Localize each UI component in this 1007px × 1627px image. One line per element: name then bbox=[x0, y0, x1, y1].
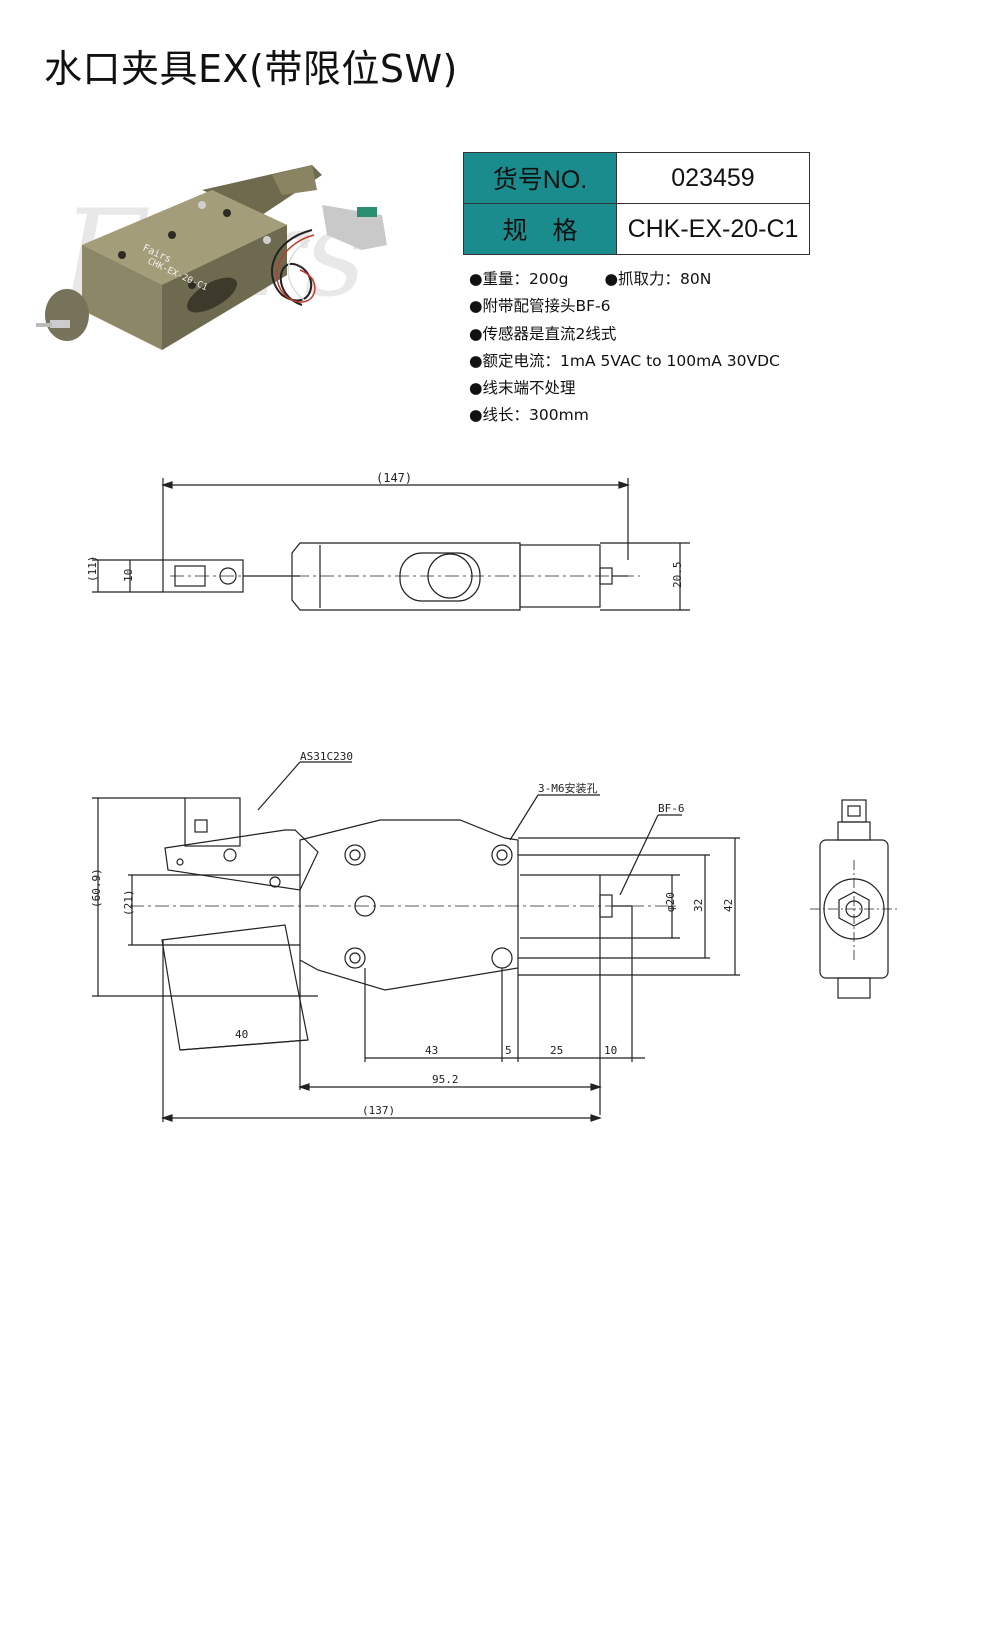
dim-top-11: (11) bbox=[86, 556, 99, 583]
top-view: (147) (11) 10 20.5 bbox=[86, 471, 690, 611]
end-view bbox=[810, 799, 898, 999]
dim-40: 40 bbox=[235, 1028, 248, 1041]
item-no-value: 023459 bbox=[616, 152, 810, 204]
dim-42: 42 bbox=[722, 899, 735, 912]
feature-sensor: ●传感器是直流2线式 bbox=[469, 324, 617, 343]
spec-table: 货号NO. 023459 规 格 CHK-EX-20-C1 bbox=[463, 152, 810, 255]
model-label: 规 格 bbox=[463, 203, 617, 255]
feature-grip-force: ●抓取力：80N bbox=[604, 270, 712, 288]
spec-row-model: 规 格 CHK-EX-20-C1 bbox=[463, 203, 810, 255]
dim-top-10: 10 bbox=[122, 569, 135, 582]
feature-rated-current: ●额定电流：1mA 5VAC to 100mA 30VDC bbox=[469, 351, 780, 370]
dim-95-2: 95.2 bbox=[432, 1073, 459, 1086]
dim-10: 10 bbox=[604, 1044, 617, 1057]
label-fitting: BF-6 bbox=[658, 802, 685, 815]
feature-wire-end: ●线末端不处理 bbox=[469, 379, 576, 398]
dim-5: 5 bbox=[505, 1044, 512, 1057]
dim-137: (137) bbox=[362, 1104, 395, 1117]
feature-list: ●重量：200g●抓取力：80N ●附带配管接头BF-6 ●传感器是直流2线式 … bbox=[469, 266, 780, 430]
dim-43: 43 bbox=[425, 1044, 438, 1057]
dim-60-9: (60.9) bbox=[90, 868, 103, 908]
dim-32: 32 bbox=[692, 899, 705, 912]
feature-wire-length: ●线长：300mm bbox=[469, 406, 589, 425]
product-photo: Fairs Fairs CHK-EX-20-C1 bbox=[36, 165, 387, 350]
feature-fitting: ●附带配管接头BF-6 bbox=[469, 297, 611, 316]
label-switch: AS31C230 bbox=[300, 750, 353, 763]
model-value: CHK-EX-20-C1 bbox=[616, 203, 810, 255]
dim-21: (21) bbox=[122, 890, 135, 917]
feature-row-1: ●重量：200g ●抓取力：80N bbox=[469, 266, 780, 293]
dim-top-20-5: 20.5 bbox=[671, 562, 684, 589]
page-title: 水口夹具EX(带限位SW) bbox=[44, 47, 458, 91]
dim-25: 25 bbox=[550, 1044, 563, 1057]
side-view: AS31C230 3-M6安装孔 BF-6 40 bbox=[90, 750, 740, 1122]
feature-weight: ●重量：200g bbox=[469, 270, 569, 288]
dim-top-overall: (147) bbox=[376, 471, 412, 485]
dim-dia20: φ20 bbox=[664, 892, 677, 912]
label-mount: 3-M6安装孔 bbox=[538, 781, 598, 795]
